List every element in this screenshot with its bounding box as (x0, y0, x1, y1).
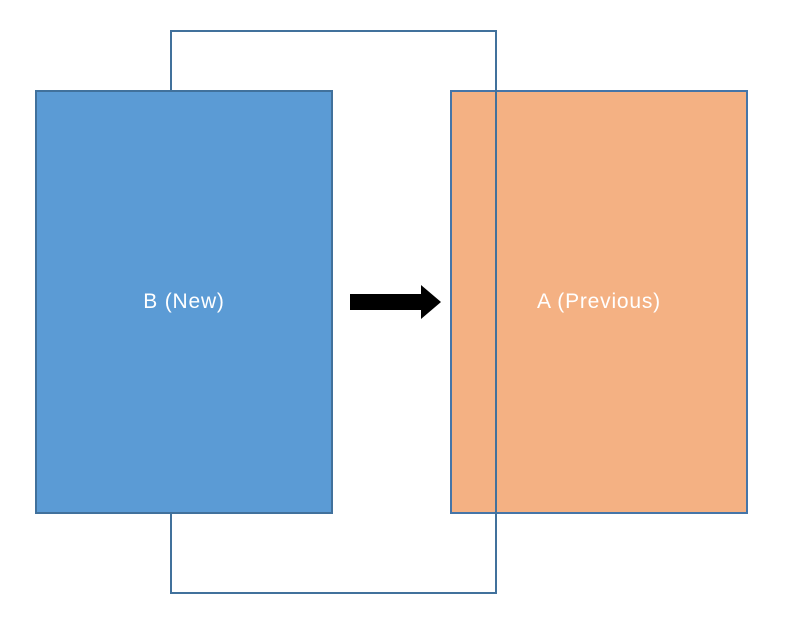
arrow-right-icon (350, 285, 441, 319)
previous-box-label: A (Previous) (537, 290, 661, 313)
previous-box: A (Previous) (450, 90, 748, 514)
new-box: B (New) (35, 90, 333, 514)
new-box-label: B (New) (143, 290, 225, 313)
